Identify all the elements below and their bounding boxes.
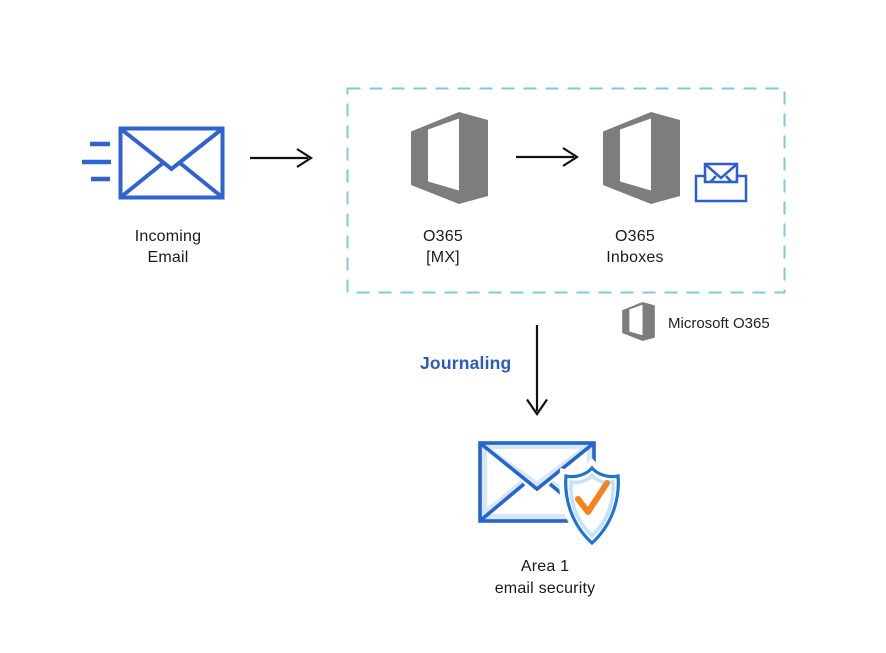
incoming-email-label: Incoming Email (103, 226, 233, 268)
legend-microsoft-o365-label: Microsoft O365 (668, 315, 770, 332)
o365-mx-label-line1: O365 (423, 228, 463, 245)
office365-logo-icon (622, 302, 655, 341)
journaling-label: Journaling (420, 353, 512, 373)
o365-inboxes-label: O365 Inboxes (575, 226, 695, 268)
incoming-email-label-line2: Email (147, 249, 189, 266)
area1-label-line1: Area 1 (520, 558, 570, 575)
arrow-down-icon (526, 325, 548, 416)
o365-boundary-box (346, 87, 786, 294)
o365-mx-label-line2: [MX] (426, 249, 460, 266)
o365-inboxes-label-line1: O365 (615, 228, 655, 245)
inbox-tray-icon (694, 162, 748, 203)
incoming-email-label-line1: Incoming (134, 228, 202, 245)
email-envelope-icon (118, 126, 225, 200)
office365-logo-icon (411, 112, 488, 204)
o365-inboxes-label-line2: Inboxes (606, 249, 664, 266)
shield-check-icon (559, 458, 625, 552)
area1-label-line2: email security (494, 580, 596, 597)
motion-lines-icon (82, 141, 111, 182)
arrow-right-icon (516, 147, 580, 167)
o365-mx-label: O365 [MX] (383, 226, 503, 268)
arrow-right-icon (250, 148, 314, 168)
office365-logo-icon (603, 112, 680, 204)
area1-label: Area 1 email security (480, 556, 610, 600)
